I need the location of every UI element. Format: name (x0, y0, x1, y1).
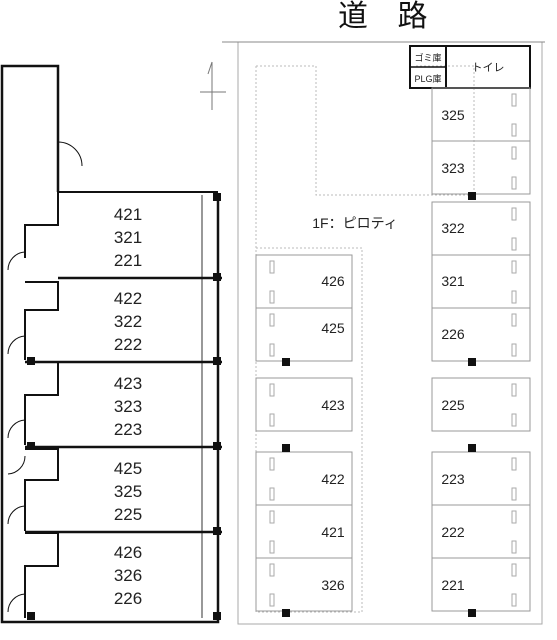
middle-parking-slots (255, 254, 353, 612)
unit-label: 221 (114, 251, 142, 270)
slot-label: 426 (321, 273, 345, 289)
unit-label: 426 (114, 543, 142, 562)
right-slot-labels: 325 323 322 321 226 225 223 222 221 (441, 107, 465, 593)
slot-label: 422 (321, 471, 345, 487)
site-columns (282, 192, 476, 617)
left-columns (27, 193, 221, 620)
road-label: 道 路 (338, 0, 438, 34)
slot-label: 425 (321, 320, 345, 336)
slot-label: 225 (441, 397, 465, 413)
unit-label: 225 (114, 505, 142, 524)
right-parking-slots (431, 87, 531, 612)
unit-label: 322 (114, 312, 142, 331)
slot-label: 325 (441, 107, 465, 123)
slot-label: 321 (441, 273, 465, 289)
unit-label: 422 (114, 289, 142, 308)
piloti-label: 1F：ピロティ (312, 215, 398, 231)
garbage-storage-label: ゴミ庫 (414, 52, 441, 63)
slot-label: 423 (321, 397, 345, 413)
unit-label: 321 (114, 228, 142, 247)
slot-label: 226 (441, 326, 465, 342)
unit-label: 423 (114, 374, 142, 393)
slot-label: 221 (441, 577, 465, 593)
slot-label: 326 (321, 577, 345, 593)
slot-label: 222 (441, 524, 465, 540)
north-arrow-icon (200, 61, 226, 110)
site-boundary (222, 41, 545, 625)
unit-label: 222 (114, 335, 142, 354)
unit-label: 326 (114, 566, 142, 585)
slot-label: 223 (441, 471, 465, 487)
plg-storage-label: PLG庫 (414, 73, 441, 84)
unit-label: 425 (114, 459, 142, 478)
slot-label: 322 (441, 220, 465, 236)
unit-label: 421 (114, 205, 142, 224)
wheel-stops (269, 93, 517, 607)
toilet-label: トイレ (472, 62, 505, 74)
middle-slot-labels: 426 425 423 422 421 326 (321, 273, 345, 593)
unit-label: 325 (114, 482, 142, 501)
left-building (0, 64, 222, 624)
slot-label: 323 (441, 160, 465, 176)
left-unit-labels: 421 321 221 422 322 222 423 323 223 425 … (114, 205, 142, 608)
slot-label: 421 (321, 524, 345, 540)
unit-label: 223 (114, 420, 142, 439)
unit-label: 323 (114, 397, 142, 416)
unit-label: 226 (114, 589, 142, 608)
